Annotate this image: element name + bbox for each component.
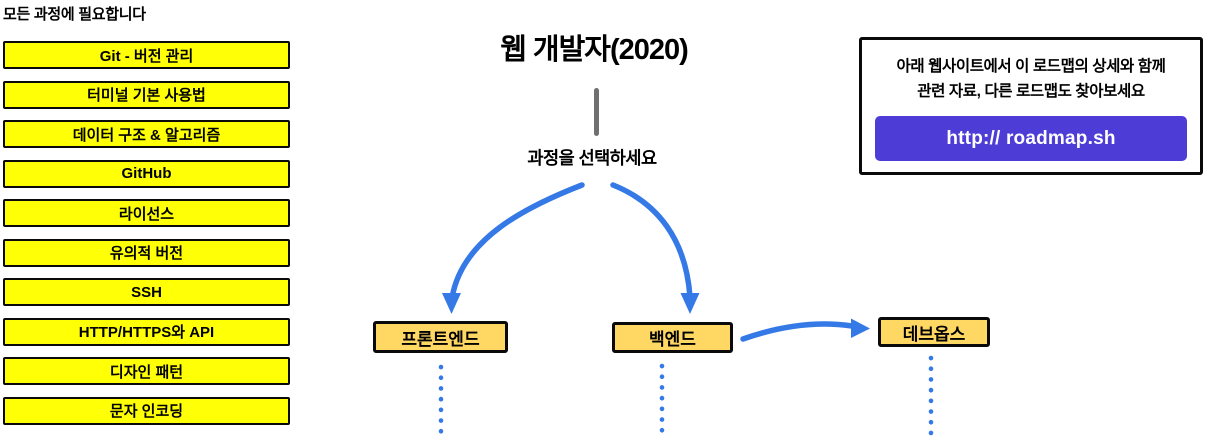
choose-path-label: 과정을 선택하세요 xyxy=(527,148,657,168)
arrow-to-frontend xyxy=(449,182,585,301)
topic-node-design-patterns[interactable]: 디자인 패턴 xyxy=(3,357,290,385)
info-box: 아래 웹사이트에서 이 로드맵의 상세와 함께 관련 자료, 다른 로드맵도 찾… xyxy=(859,37,1203,175)
page-title: 웹 개발자(2020) xyxy=(500,34,689,66)
arrow-to-frontend-head xyxy=(442,293,461,314)
arrow-to-devops xyxy=(740,321,855,342)
topic-node-licenses[interactable]: 라이선스 xyxy=(3,199,290,227)
arrow-to-backend-head xyxy=(680,293,700,314)
required-topics-header: 모든 과정에 필요합니다 xyxy=(3,6,146,23)
topic-node-ssh[interactable]: SSH xyxy=(3,278,290,306)
path-node-backend[interactable]: 백엔드 xyxy=(612,322,733,353)
topic-node-github[interactable]: GitHub xyxy=(3,159,290,188)
topic-node-terminal[interactable]: 터미널 기본 사용법 xyxy=(3,80,290,109)
topic-node-semver[interactable]: 유의적 버전 xyxy=(3,238,290,267)
info-text-line2: 관련 자료, 다른 로드맵도 찾아보세요 xyxy=(917,83,1145,100)
info-text-line1: 아래 웹사이트에서 이 로드맵의 상세와 함께 xyxy=(896,58,1166,75)
path-node-devops[interactable]: 데브옵스 xyxy=(878,317,990,347)
topic-node-character-encoding[interactable]: 문자 인코딩 xyxy=(3,396,290,425)
arrow-to-backend xyxy=(610,182,693,300)
info-text: 아래 웹사이트에서 이 로드맵의 상세와 함께 관련 자료, 다른 로드맵도 찾… xyxy=(862,54,1200,104)
required-topics-list: Git - 버전 관리 터미널 기본 사용법 데이터 구조 & 알고리즘 Git… xyxy=(3,41,291,425)
path-node-frontend[interactable]: 프론트엔드 xyxy=(373,321,508,353)
roadmap-sh-button[interactable]: http:// roadmap.sh xyxy=(875,116,1187,161)
topic-node-http-api[interactable]: HTTP/HTTPS와 API xyxy=(3,317,290,346)
required-topics-column: 모든 과정에 필요합니다 Git - 버전 관리 터미널 기본 사용법 데이터 … xyxy=(3,3,291,425)
arrow-to-devops-head xyxy=(851,318,870,338)
title-stem-line xyxy=(594,88,599,136)
topic-node-git[interactable]: Git - 버전 관리 xyxy=(3,41,290,69)
topic-node-data-structures[interactable]: 데이터 구조 & 알고리즘 xyxy=(3,120,290,148)
